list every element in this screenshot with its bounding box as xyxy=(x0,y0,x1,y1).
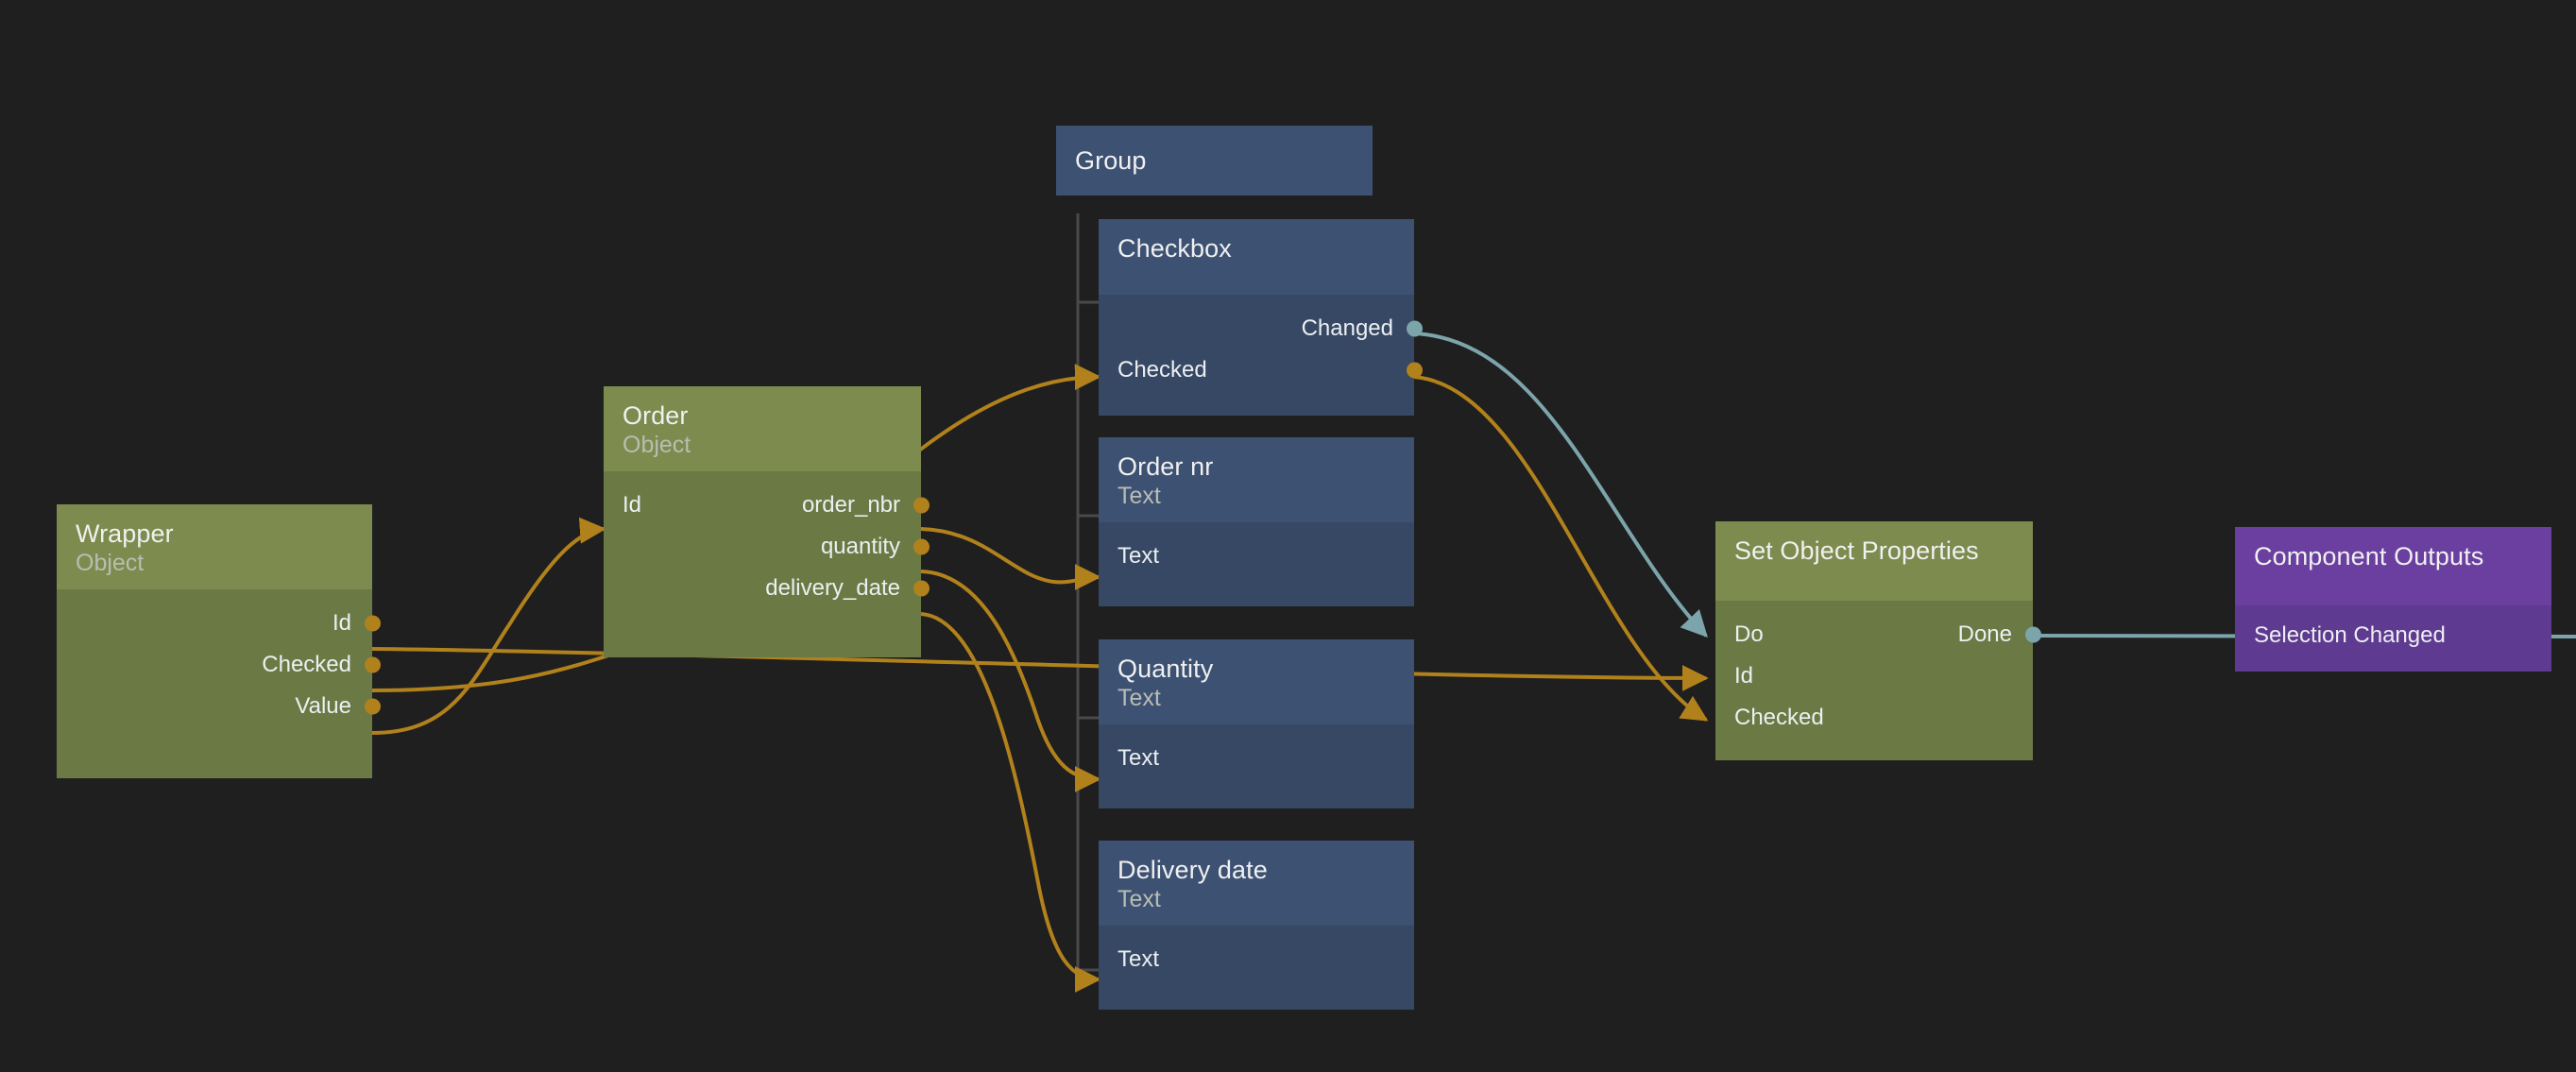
node-set-object-properties-body: Do Done Id Checked xyxy=(1715,601,2041,760)
node-set-object-properties[interactable]: Set Object Properties Do Done Id Checked xyxy=(1715,521,2041,760)
node-order-body: Id order_nbr quantity delivery_date xyxy=(604,471,930,657)
port-label: Selection Changed xyxy=(2254,622,2446,648)
node-checkbox-header[interactable]: Checkbox xyxy=(1099,219,1414,295)
port-delivery-date-in-text[interactable]: Text xyxy=(1099,939,1414,980)
port-quantity-in-text[interactable]: Text xyxy=(1099,738,1414,779)
node-quantity-header[interactable]: Quantity Text xyxy=(1099,639,1414,725)
edge-wrapper-value-to-order-id xyxy=(371,517,606,735)
node-component-outputs-header[interactable]: Component Outputs xyxy=(2235,527,2551,605)
node-wrapper-body: Id Checked Value xyxy=(57,589,381,778)
port-label: Done xyxy=(1957,621,2012,647)
edge-order-quantity-to-quantity-text xyxy=(920,570,1101,792)
edge-order-deliverydate-to-deliverydate-text xyxy=(920,612,1101,993)
port-label: Id xyxy=(332,610,351,637)
port-label: Checked xyxy=(1117,357,1207,383)
port-label: delivery_date xyxy=(765,575,900,602)
port-label: Value xyxy=(295,693,351,720)
port-label: Checked xyxy=(1734,705,1824,730)
node-order[interactable]: Order Object Id order_nbr quantity deliv… xyxy=(604,386,930,657)
port-label: Do xyxy=(1734,621,1764,647)
node-quantity-subtitle: Text xyxy=(1117,685,1161,712)
edge-checkbox-changed-to-sop-do xyxy=(1413,332,1708,638)
node-set-object-properties-title: Set Object Properties xyxy=(1734,536,1979,565)
edge-order-nbr-to-ordernr-text xyxy=(920,527,1101,591)
node-checkbox-title: Checkbox xyxy=(1117,234,1232,263)
node-order-nr[interactable]: Order nr Text Text xyxy=(1099,437,1414,606)
port-label: order_nbr xyxy=(801,492,900,519)
node-group-title: Group xyxy=(1075,146,1147,175)
node-quantity[interactable]: Quantity Text Text xyxy=(1099,639,1414,808)
node-order-header[interactable]: Order Object xyxy=(604,386,921,472)
port-dot-checkbox-out[interactable] xyxy=(1407,362,1423,379)
port-sop-in-checked[interactable]: Checked xyxy=(1715,697,2033,739)
port-label: Text xyxy=(1117,946,1160,973)
node-wrapper[interactable]: Wrapper Object Id Checked Value xyxy=(57,504,381,778)
node-delivery-date-title: Delivery date xyxy=(1117,856,1268,884)
port-label: Changed xyxy=(1301,315,1393,341)
node-component-outputs-body: Selection Changed xyxy=(2235,605,2551,672)
port-wrapper-out-checked[interactable]: Checked xyxy=(57,644,381,686)
node-component-outputs-title: Component Outputs xyxy=(2254,542,2484,570)
port-label: Checked xyxy=(262,652,351,678)
node-quantity-title: Quantity xyxy=(1117,655,1214,683)
node-delivery-date-body: Text xyxy=(1099,926,1414,1010)
port-label: Text xyxy=(1117,745,1160,772)
node-wrapper-header[interactable]: Wrapper Object xyxy=(57,504,372,590)
port-dot-order-nbr[interactable] xyxy=(913,497,930,514)
port-order-out-delivery-date[interactable]: delivery_date xyxy=(604,568,930,609)
node-order-nr-header[interactable]: Order nr Text xyxy=(1099,437,1414,523)
node-group[interactable]: Group xyxy=(1056,126,1373,200)
port-sop-row-do-done[interactable]: Do Done xyxy=(1715,614,2041,655)
port-label: quantity xyxy=(820,534,900,560)
port-order-row-1[interactable]: Id order_nbr xyxy=(604,485,930,526)
port-dot-delivery-date[interactable] xyxy=(913,580,930,597)
node-wrapper-subtitle: Object xyxy=(76,550,145,577)
port-checkbox-in-checked[interactable]: Checked xyxy=(1099,349,1423,391)
port-label: Id xyxy=(623,492,642,519)
node-delivery-date-subtitle: Text xyxy=(1117,886,1161,913)
node-wrapper-title: Wrapper xyxy=(76,519,174,548)
port-wrapper-out-id[interactable]: Id xyxy=(57,603,381,644)
port-dot-changed[interactable] xyxy=(1407,320,1423,337)
node-group-header[interactable]: Group xyxy=(1056,126,1373,196)
node-component-outputs[interactable]: Component Outputs Selection Changed xyxy=(2235,527,2551,672)
port-sop-in-id[interactable]: Id xyxy=(1715,655,2033,697)
port-dot-value[interactable] xyxy=(365,698,381,715)
node-delivery-date[interactable]: Delivery date Text Text xyxy=(1099,841,1414,1010)
node-order-nr-body: Text xyxy=(1099,522,1414,606)
port-dot-done[interactable] xyxy=(2025,626,2041,643)
node-order-subtitle: Object xyxy=(623,432,691,459)
port-checkbox-out-changed[interactable]: Changed xyxy=(1099,308,1423,349)
port-order-nr-in-text[interactable]: Text xyxy=(1099,536,1414,577)
node-checkbox[interactable]: Checkbox Changed Checked xyxy=(1099,219,1423,416)
node-checkbox-body: Changed Checked xyxy=(1099,295,1423,416)
port-component-outputs-in-selection-changed[interactable]: Selection Changed xyxy=(2235,615,2551,656)
node-set-object-properties-header[interactable]: Set Object Properties xyxy=(1715,521,2033,601)
port-order-out-quantity[interactable]: quantity xyxy=(604,526,930,568)
port-dot-id[interactable] xyxy=(365,615,381,632)
port-label: Id xyxy=(1734,663,1754,689)
port-dot-checked[interactable] xyxy=(365,656,381,673)
edge-checkbox-out-to-sop-checked xyxy=(1413,375,1709,722)
node-quantity-body: Text xyxy=(1099,724,1414,808)
node-order-title: Order xyxy=(623,401,689,430)
node-delivery-date-header[interactable]: Delivery date Text xyxy=(1099,841,1414,927)
node-order-nr-subtitle: Text xyxy=(1117,483,1161,510)
port-wrapper-out-value[interactable]: Value xyxy=(57,686,381,727)
port-label: Text xyxy=(1117,543,1160,570)
port-dot-quantity[interactable] xyxy=(913,538,930,555)
group-tree-connector xyxy=(1076,213,1099,972)
node-order-nr-title: Order nr xyxy=(1117,452,1214,481)
edge-wrapper-id-to-sop-id xyxy=(371,647,1709,691)
